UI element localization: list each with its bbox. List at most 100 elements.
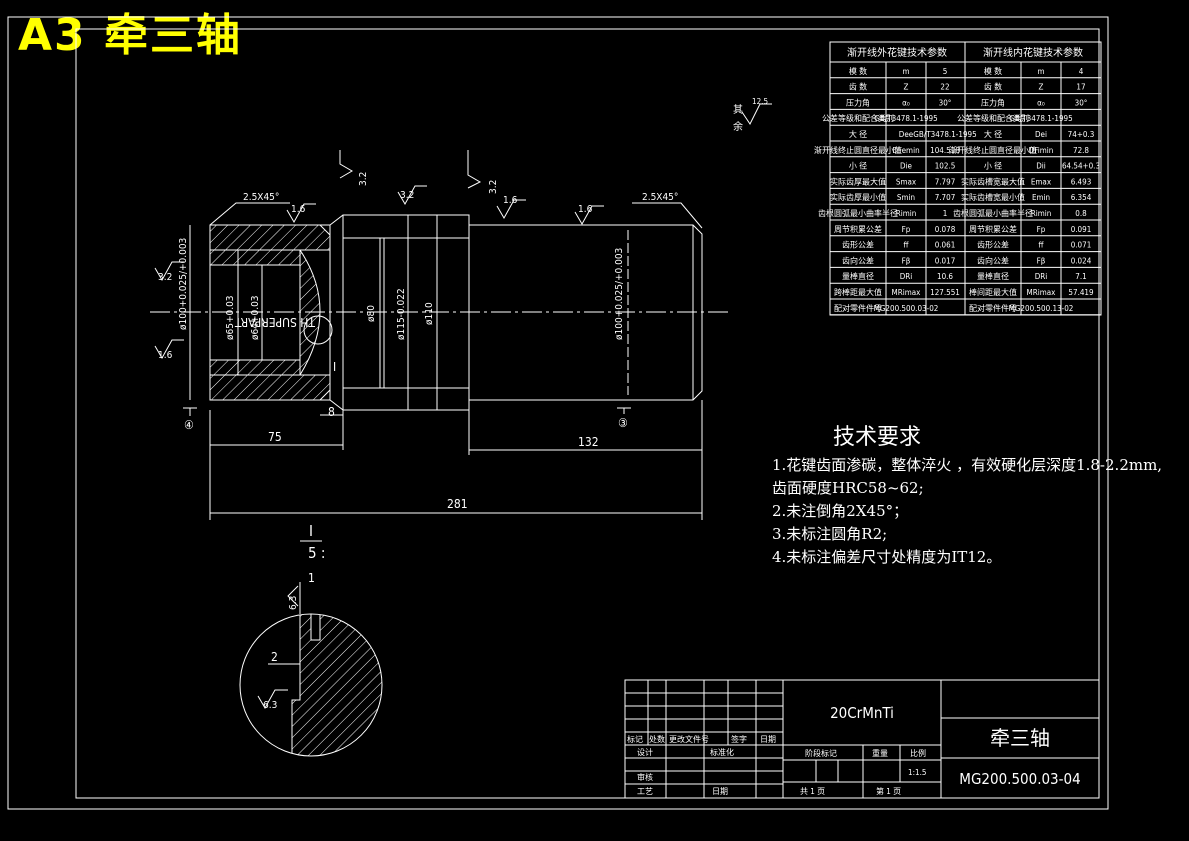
tb-count: 处数: [649, 734, 665, 744]
table-cell: 齿根圆弧最小曲率半径: [953, 208, 1033, 218]
roughness-16-c: [574, 205, 604, 226]
table-cell: ff: [904, 241, 910, 250]
datum-b: ③: [618, 416, 628, 430]
roughness-16-a: [286, 203, 316, 224]
dim-text-75: 75: [268, 430, 282, 444]
tb-sheet-no: 第 1 页: [876, 786, 901, 796]
table-cell: 实际齿厚最大值: [830, 176, 886, 186]
table-cell: Smax: [896, 177, 917, 186]
table-cell: 渐开线终止圆直径最小值: [949, 145, 1037, 155]
requirement-4: 4.未标注偏差尺寸处精度为IT12。: [772, 548, 1001, 566]
table-cell: Emin: [1032, 193, 1050, 202]
table-cell: 齿向公差: [977, 255, 1009, 265]
detail-dim-1: 1: [308, 571, 315, 585]
page-title: A3 牵三轴: [18, 10, 242, 61]
table-cell: 小 径: [984, 161, 1002, 171]
table-cell: 公差等级和配合类别: [822, 113, 894, 123]
table-cell: DFemin: [892, 146, 919, 155]
table-cell: 64.54+0.3: [1062, 162, 1100, 171]
table-cell: 跨棒距最大值: [834, 287, 882, 297]
left-section-bottom-hatch: [209, 359, 331, 401]
tb-scale: 1:1.5: [908, 768, 926, 777]
table-cell: 0.8: [1075, 209, 1087, 218]
tb-date: 日期: [760, 735, 776, 744]
table-cell: 0.024: [1071, 256, 1092, 265]
dim-text-left-in2: ø64+0.03: [250, 295, 261, 340]
table-cell: 大 径: [849, 129, 867, 139]
dim-text-8: 8: [328, 405, 335, 419]
table-cell: 4: [1079, 67, 1084, 76]
table-cell: 72.8: [1073, 146, 1089, 155]
inner-border: [75, 28, 1100, 799]
table-cell: 实际齿厚最小值: [830, 192, 886, 202]
table-cell: 74+0.3: [1068, 130, 1095, 139]
tb-weight: 重量: [872, 748, 888, 758]
table-cell: 齿 数: [849, 82, 867, 92]
chamfer-right-text: 2.5X45°: [642, 192, 678, 203]
table-cell: m: [1037, 67, 1044, 76]
table-cell: α₀: [902, 98, 910, 107]
table-cell: 齿形公差: [977, 240, 1009, 250]
table-cell: Smin: [897, 193, 915, 202]
table-cell: 102.5: [935, 162, 956, 171]
detail-roughness-b: [257, 689, 288, 710]
detail-roughness-a: [287, 585, 299, 607]
detail-hatch: [291, 614, 382, 756]
roughness-32-c: [397, 185, 427, 206]
detail-dim-2: 2: [271, 650, 278, 664]
dim-text-d80: ø80: [366, 305, 377, 322]
roughness-32-a: [154, 261, 184, 282]
left-hub-outline: [209, 224, 331, 401]
table-cell: 10.6: [937, 272, 953, 281]
table-cell: 周节积累公差: [969, 224, 1017, 234]
table-cell: 棒间距最大值: [969, 287, 1017, 297]
requirement-1b: 齿面硬度HRC58~62;: [772, 479, 924, 497]
table-cell: m: [902, 67, 909, 76]
table-cell: Fp: [902, 225, 911, 234]
table-cell: ff: [1039, 241, 1045, 250]
shaft-main-view: I ø100+0.025/+0.003 ø65+0.03 ø64+0.03 ø8…: [150, 150, 730, 520]
table-cell: 量棒直径: [977, 271, 1009, 281]
table-cell: 压力角: [846, 97, 870, 107]
title-block: 标记 处数 更改文件号 签字 日期 设计 标准化 审核 工艺 日期 20CrMn…: [624, 679, 1100, 799]
table-cell: 6.493: [1071, 177, 1092, 186]
table-cell: Die: [900, 162, 913, 171]
table-cell: 127.551: [930, 288, 960, 297]
table-cell: 实际齿槽宽最小值: [961, 192, 1025, 202]
tb-stage: 阶段标记: [805, 748, 837, 758]
table-cell: 0.017: [935, 256, 956, 265]
requirements-title: 技术要求: [833, 425, 921, 450]
table-cell: Fβ: [902, 256, 911, 265]
left-section-top-hatch: [209, 224, 331, 266]
ra-16-b-text: 1.6: [503, 195, 518, 206]
table-cell: 30°: [939, 98, 952, 107]
table-cell: Dei: [1035, 130, 1047, 139]
table-cell: GB/T3478.1-1995: [874, 114, 937, 123]
table-cell: DFimin: [1029, 146, 1054, 155]
table-cell: Emax: [1031, 177, 1052, 186]
roughness-32-b: [339, 150, 353, 179]
table-cell: 齿向公差: [842, 255, 874, 265]
table-cell: Dii: [1036, 162, 1046, 171]
dim-text-left-in1: ø65+0.03: [225, 295, 236, 340]
table-cell: 30°: [1075, 98, 1088, 107]
roughness-32-d: [467, 150, 482, 189]
table-cell: 7.797: [935, 177, 956, 186]
table-cell: MRimax: [1027, 288, 1057, 297]
table-cell: DRi: [1035, 272, 1048, 281]
ra-63-a-text: 6.3: [288, 596, 299, 610]
other-finish-value: 12.5: [752, 97, 768, 106]
datum-a: ④: [184, 418, 194, 432]
table-cell: 配对零件件号: [834, 303, 882, 313]
table-cell: GB/T3478.1-1995: [1009, 114, 1072, 123]
table-cell: 实际齿槽宽最大值: [961, 176, 1025, 186]
tb-material: 20CrMnTi: [830, 704, 894, 722]
dim-text-d110: ø110: [424, 302, 435, 325]
other-finish-text-2: 余: [733, 120, 743, 133]
table-cell: 17: [1076, 83, 1085, 92]
tb-mark: 标记: [627, 734, 643, 744]
table-cell: α₀: [1037, 98, 1045, 107]
